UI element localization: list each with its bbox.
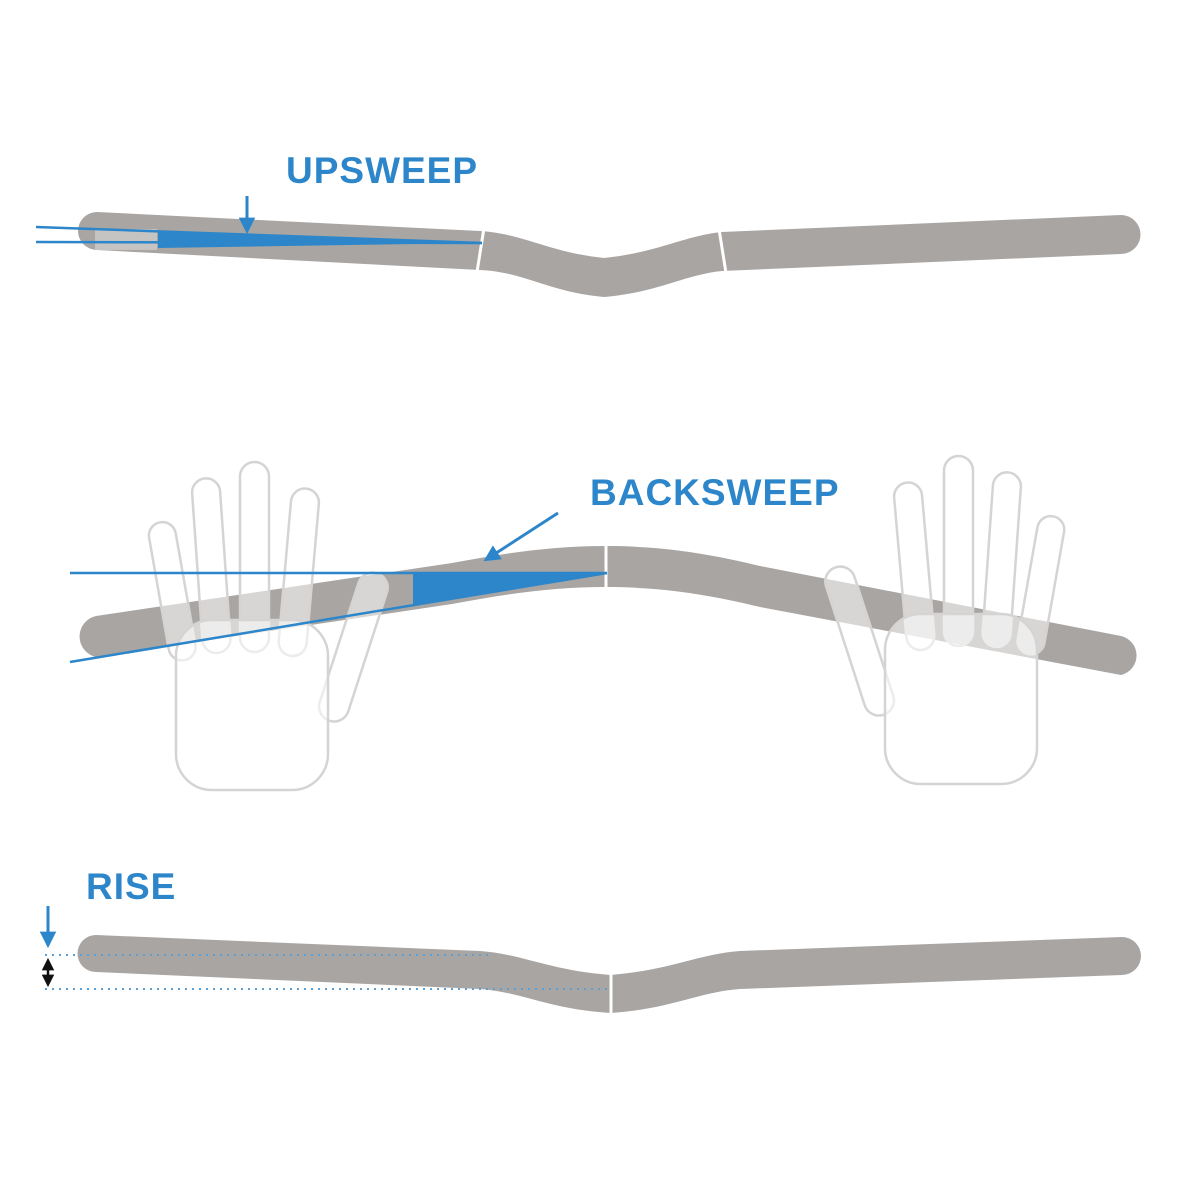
backsweep-reference-line-angled — [69, 571, 608, 664]
rise-diagram — [39, 906, 1142, 1014]
clamp-separator-line — [717, 228, 728, 274]
upsweep-reference-line-angled — [35, 225, 483, 245]
handlebar-grip-highlight — [95, 229, 157, 250]
backsweep-label: BACKSWEEP — [590, 472, 840, 513]
right-hand-outline — [824, 454, 1066, 786]
palm — [883, 612, 1039, 786]
handlebar-front-view-rise — [77, 935, 1142, 1013]
upsweep-label: UPSWEEP — [286, 150, 479, 191]
handlebar-front-view — [78, 212, 1141, 297]
backsweep-pointer-arrow — [483, 511, 559, 562]
upsweep-reference-line-horizontal — [35, 240, 483, 245]
thumb — [824, 565, 896, 717]
palm — [174, 618, 330, 792]
left-hand-outline — [147, 460, 389, 792]
upsweep-diagram — [35, 196, 1141, 297]
clamp-separator-line — [475, 227, 486, 273]
backsweep-diagram — [69, 454, 1137, 792]
rise-label: RISE — [86, 866, 177, 907]
